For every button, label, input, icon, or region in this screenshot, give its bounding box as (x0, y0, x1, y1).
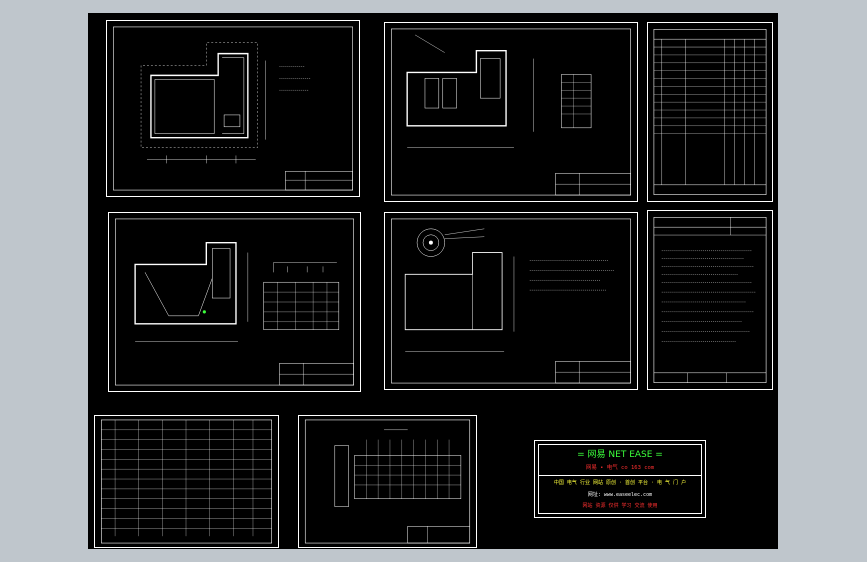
drawing-sheet-materials-list[interactable] (647, 22, 773, 202)
design-notes-text (653, 217, 767, 383)
materials-list-table (653, 29, 767, 195)
drawing-sheet-system-schedule[interactable] (94, 415, 279, 548)
lighting-plan-drawing (115, 218, 354, 386)
grounding-plan-drawing (391, 218, 631, 384)
banner-notice: 网站 资源 仅供 学习 交流 使用 (582, 503, 658, 509)
drawing-sheet-design-notes[interactable] (647, 210, 773, 390)
drawing-sheet-floor-plan[interactable] (106, 20, 360, 197)
system-schedule-table (101, 419, 272, 544)
drawing-sheet-lighting-plan[interactable] (108, 212, 361, 392)
cad-viewport[interactable]: = 网易 NET EASE = 网易 • 电气 co 163 com 中国 电气… (88, 13, 778, 549)
netease-banner: = 网易 NET EASE = 网易 • 电气 co 163 com 中国 电气… (534, 440, 706, 518)
drawing-sheet-equipment-layout[interactable] (384, 22, 638, 202)
banner-website: 网址: www.easeelec.com (587, 492, 653, 498)
floor-plan-drawing (113, 26, 353, 191)
banner-inner-border (538, 444, 702, 514)
banner-title: = 网易 NET EASE = (577, 450, 663, 460)
banner-divider (538, 475, 702, 476)
drawing-sheet-distribution-diagram[interactable] (298, 415, 477, 548)
banner-subtitle: 网易 • 电气 co 163 com (585, 465, 655, 471)
banner-slogan: 中国 电气 行业 网站 原创 · 首创 平台 · 电 气 门 户 (553, 480, 687, 486)
distribution-diagram-drawing (304, 419, 471, 544)
drawing-sheet-grounding-plan[interactable] (384, 212, 638, 390)
equipment-layout-drawing (391, 28, 631, 196)
